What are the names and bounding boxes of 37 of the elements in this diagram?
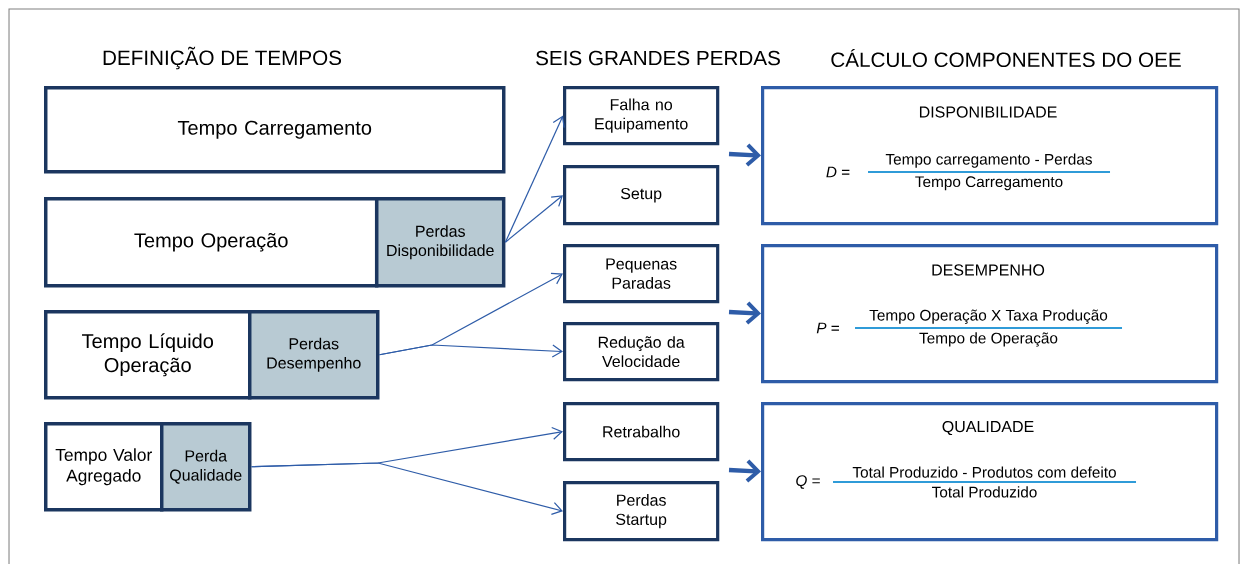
formula-heading: DISPONIBILIDADE <box>920 106 1057 118</box>
loss-category-box: Retrabalho <box>563 402 720 462</box>
formula-box <box>761 244 1219 384</box>
loss-box: Perdas Desempenho <box>248 310 380 400</box>
loss-category-box: Falha no Equipamento <box>563 86 720 146</box>
arrow <box>250 462 563 515</box>
column-heading: CÁLCULO COMPONENTES DO OEE <box>831 48 1181 68</box>
loss-category-box: Setup <box>563 165 720 226</box>
arrow <box>728 143 761 167</box>
loss-box: Perdas Disponibilidade <box>375 197 506 288</box>
loss-category-box: Perdas Startup <box>563 481 720 542</box>
loss-box: Perda Qualidade <box>160 422 252 512</box>
numerator: Total Produzido - Produtos com defeito <box>852 466 1116 478</box>
arrow <box>504 195 563 243</box>
formula-heading: DESEMPENHO <box>932 264 1045 276</box>
numerator: Tempo carregamento - Perdas <box>885 153 1092 168</box>
time-bar: Tempo Valor Agregado <box>44 422 164 512</box>
formula-lhs: D = <box>826 166 850 178</box>
arrow <box>728 459 761 483</box>
formula-box <box>761 402 1219 542</box>
denominator: Tempo de Operação <box>919 332 1058 347</box>
denominator: Total Produzido <box>932 486 1037 498</box>
formula-heading: QUALIDADE <box>942 420 1034 436</box>
loss-category-box: Redução da Velocidade <box>563 322 720 382</box>
arrow <box>504 115 565 243</box>
arrow <box>728 301 761 325</box>
numerator: Tempo Operação X Taxa Produção <box>869 309 1108 324</box>
formula-lhs: Q = <box>796 475 820 489</box>
time-bar: Tempo Carregamento <box>44 86 506 174</box>
formula-box <box>761 86 1219 226</box>
denominator: Tempo Carregamento <box>915 176 1063 191</box>
loss-category-box: Pequenas Paradas <box>563 244 720 304</box>
column-heading: SEIS GRANDES PERDAS <box>536 50 780 66</box>
arrow <box>378 344 563 358</box>
formula-lhs: P = <box>816 322 839 334</box>
time-bar: Tempo Operação <box>44 197 379 288</box>
time-bar: Tempo Líquido Operação <box>44 310 252 400</box>
